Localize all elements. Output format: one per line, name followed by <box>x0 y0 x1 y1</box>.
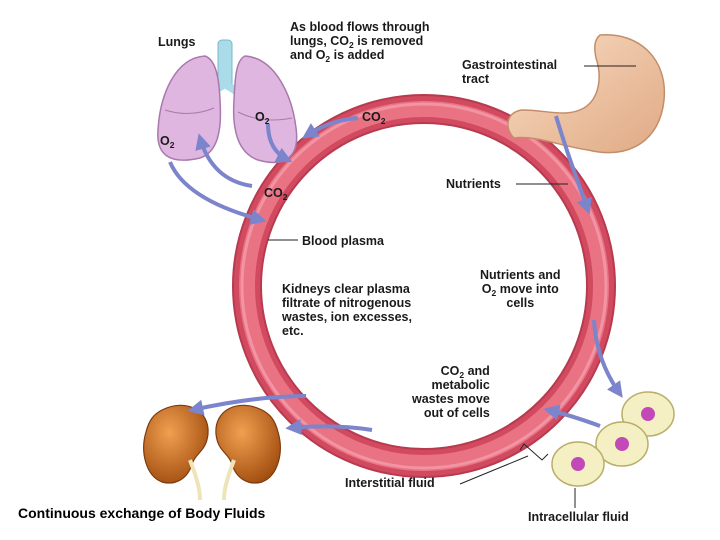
label-nutrients: Nutrients <box>446 177 501 191</box>
label-co2-to-lungs: CO2 <box>362 110 386 126</box>
kidneys-line: etc. <box>282 324 304 338</box>
kidneys-line: filtrate of nitrogenous <box>282 296 412 310</box>
kidneys-line: Kidneys clear plasma <box>282 282 410 296</box>
co2-wastes-line: wastes move <box>412 392 490 406</box>
label-lungs: Lungs <box>158 35 196 49</box>
co2-wastes-line: out of cells <box>423 406 490 420</box>
label-lungs-exchange: As blood flows through lungs, CO2 is rem… <box>290 20 430 64</box>
label-o2-right: O2 <box>255 110 270 126</box>
figure-caption: Continuous exchange of Body Fluids <box>18 505 266 521</box>
kidneys-line: wastes, ion excesses, <box>282 310 412 324</box>
label-blood-plasma: Blood plasma <box>302 234 384 248</box>
lungs-exchange-line: As blood flows through <box>290 20 430 34</box>
label-co2-lower: CO2 <box>264 186 288 202</box>
label-gi-tract: Gastrointestinal tract <box>462 58 557 86</box>
kidneys-illustration <box>143 404 281 501</box>
exchange-arrows <box>168 115 623 435</box>
label-o2-left: O2 <box>160 134 175 150</box>
co2-wastes-line: CO2 and <box>440 364 490 380</box>
nutrients-o2-line: Nutrients and <box>480 268 561 282</box>
label-interstitial-fluid: Interstitial fluid <box>345 476 435 490</box>
blood-plasma-ring <box>232 94 616 478</box>
label-intracellular-fluid: Intracellular fluid <box>528 510 629 524</box>
lungs-exchange-line: and O2 is added <box>290 48 385 64</box>
label-kidneys: Kidneys clear plasma filtrate of nitroge… <box>282 282 412 338</box>
gi-tract-line: tract <box>462 72 490 86</box>
nutrients-o2-line: O2 move into <box>481 282 559 298</box>
nutrients-o2-line: cells <box>506 296 535 310</box>
label-nutrients-o2: Nutrients and O2 move into cells <box>480 268 561 310</box>
lungs-illustration <box>157 39 298 164</box>
label-co2-wastes: CO2 and metabolic wastes move out of cel… <box>412 364 490 420</box>
leader-lines <box>268 65 636 508</box>
gi-tract-line: Gastrointestinal <box>462 58 558 72</box>
stomach-illustration <box>507 34 666 154</box>
co2-wastes-line: metabolic <box>431 378 490 392</box>
cells-illustration <box>551 391 675 487</box>
lungs-exchange-line: lungs, CO2 is removed <box>290 34 424 50</box>
